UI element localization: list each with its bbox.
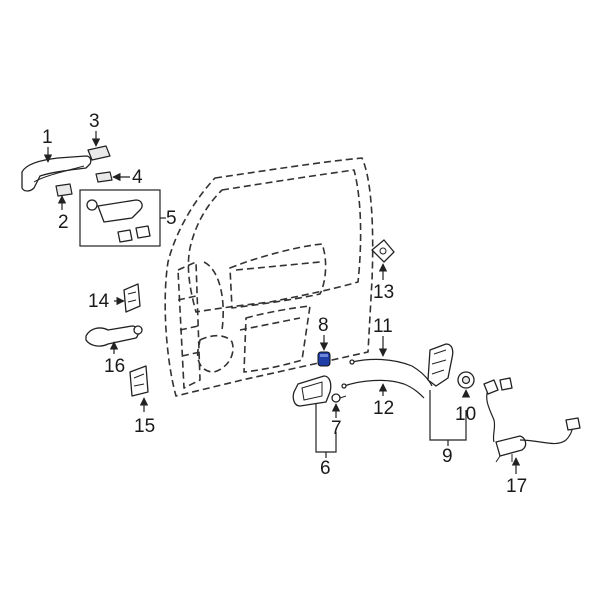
part-17-wiring-harness — [483, 377, 581, 463]
part-15-lower-hinge — [129, 365, 149, 397]
callout-8: 8 — [318, 315, 329, 336]
part-6-inside-handle — [292, 375, 332, 407]
callout-5: 5 — [166, 208, 177, 229]
callout-10: 10 — [455, 404, 476, 425]
callout-labels: 1 2 3 4 5 6 7 8 9 10 11 12 13 14 16 15 1… — [42, 111, 527, 497]
callout-9: 9 — [442, 446, 453, 467]
part-2-pad — [55, 183, 73, 197]
callout-13: 13 — [373, 282, 394, 303]
callout-16: 16 — [104, 356, 125, 377]
callout-15: 15 — [134, 416, 155, 437]
callout-11: 11 — [373, 316, 393, 337]
callout-4: 4 — [132, 167, 143, 188]
part-9-lock-assembly — [427, 343, 454, 387]
leader-lines — [43, 131, 521, 474]
callout-3: 3 — [89, 111, 100, 132]
callout-14: 14 — [88, 291, 110, 312]
part-5-handle-frame — [79, 189, 161, 247]
part-16-door-check — [85, 325, 143, 347]
part-14-upper-hinge — [123, 283, 141, 313]
part-7-screw — [331, 393, 347, 403]
rear-door-outline — [164, 157, 374, 397]
callout-12: 12 — [373, 398, 394, 419]
callout-17: 17 — [506, 476, 527, 497]
callout-6: 6 — [320, 458, 331, 479]
callout-2: 2 — [58, 212, 69, 233]
part-12-cable — [341, 379, 425, 399]
part-10-grommet — [457, 371, 475, 389]
part-8-highlighted-clip — [317, 351, 331, 367]
part-4-cover — [95, 171, 113, 183]
callout-7: 7 — [331, 418, 342, 439]
part-13-striker — [371, 239, 395, 263]
part-3-cap — [87, 145, 111, 161]
callout-1: 1 — [42, 127, 53, 148]
